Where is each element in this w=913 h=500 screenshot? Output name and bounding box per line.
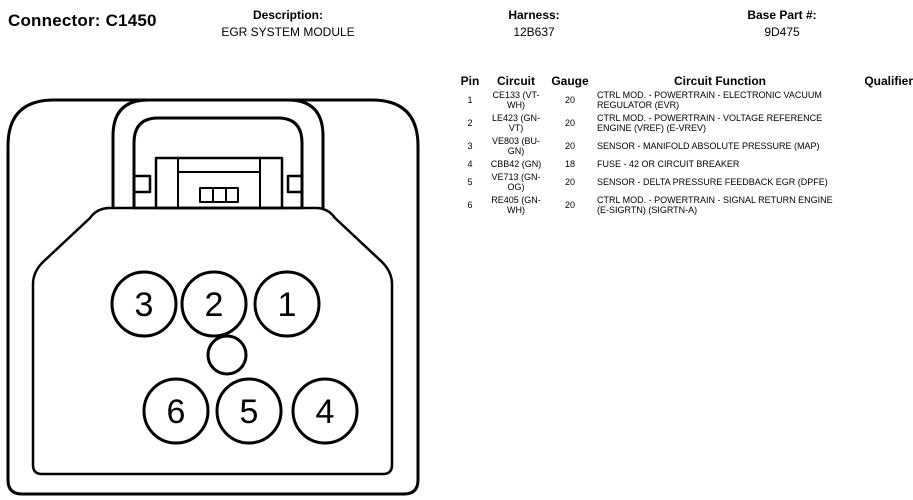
- gauge-cell: 20: [564, 141, 575, 151]
- qualifier-cell: [847, 111, 913, 134]
- gauge-cell: 20: [564, 118, 575, 128]
- pin-cavity-4: [291, 377, 359, 445]
- header-circuit: Circuit: [496, 74, 535, 88]
- connector-title: Connector: C1450: [8, 11, 157, 30]
- connector-face-diagram: 3 2 1 6 5 4: [6, 98, 420, 496]
- function-cell: SENSOR - DELTA PRESSURE FEEDBACK EGR (DP…: [597, 177, 828, 187]
- gauge-cell: 20: [564, 95, 575, 105]
- pin-label-5: 5: [240, 393, 259, 431]
- circuit-cell: VE803 (BU-GN): [491, 136, 541, 156]
- harness-block: Harness: 12B637: [474, 8, 594, 39]
- base-part-block: Base Part #: 9D475: [722, 8, 842, 39]
- circuit-cell: RE405 (GN-WH): [491, 195, 541, 215]
- pin-cavity-3: [110, 270, 178, 338]
- qualifier-cell: [847, 134, 913, 157]
- header-circuit-function: Circuit Function: [674, 74, 766, 88]
- qualifier-cell: [847, 193, 913, 216]
- latch-block: [154, 156, 284, 210]
- header-gauge: Gauge: [551, 74, 589, 88]
- connector-outer-shell: [6, 98, 420, 496]
- pin-cavity-2: [180, 270, 248, 338]
- pin-cell: 2: [467, 118, 473, 128]
- function-cell: CTRL MOD. - POWERTRAIN - ELECTRONIC VACU…: [597, 90, 822, 110]
- pin-table: Pin Circuit Gauge Circuit Function Quali…: [455, 72, 913, 216]
- pin-cell: 5: [467, 177, 473, 187]
- right-key: [286, 174, 302, 194]
- pin-label-1: 1: [278, 286, 297, 324]
- qualifier-cell: [847, 88, 913, 111]
- table-row: 4 CBB42 (GN) 18 FUSE - 42 OR CIRCUIT BRE…: [455, 157, 913, 170]
- pin-cavity-6: [142, 377, 210, 445]
- header-pin: Pin: [460, 74, 480, 88]
- function-cell: CTRL MOD. - POWERTRAIN - VOLTAGE REFEREN…: [597, 113, 823, 133]
- latch-window: [199, 187, 239, 203]
- function-cell: FUSE - 42 OR CIRCUIT BREAKER: [597, 159, 740, 169]
- table-row: 2 LE423 (GN-VT) 20 CTRL MOD. - POWERTRAI…: [455, 111, 913, 134]
- table-row: 1 CE133 (VT-WH) 20 CTRL MOD. - POWERTRAI…: [455, 88, 913, 111]
- locking-tab-inner: [132, 116, 304, 208]
- gauge-cell: 20: [564, 177, 575, 187]
- circuit-cell: CE133 (VT-WH): [492, 90, 540, 110]
- pin-label-6: 6: [167, 393, 186, 431]
- pin-cell: 1: [467, 95, 473, 105]
- gauge-cell: 20: [564, 200, 575, 210]
- pin-label-3: 3: [135, 286, 154, 324]
- harness-label: Harness:: [508, 8, 560, 22]
- description-label: Description:: [252, 8, 323, 22]
- function-cell: SENSOR - MANIFOLD ABSOLUTE PRESSURE (MAP…: [597, 141, 820, 151]
- function-cell: CTRL MOD. - POWERTRAIN - SIGNAL RETURN E…: [597, 195, 833, 215]
- table-row: 6 RE405 (GN-WH) 20 CTRL MOD. - POWERTRAI…: [455, 193, 913, 216]
- description-value: EGR SYSTEM MODULE: [221, 25, 355, 39]
- pin-cavity-1: [253, 270, 321, 338]
- pin-cavity-5: [215, 377, 283, 445]
- description-block: Description: EGR SYSTEM MODULE: [188, 8, 388, 39]
- gauge-cell: 18: [564, 159, 575, 169]
- pin-label-2: 2: [205, 286, 224, 324]
- pin-table-header: Pin Circuit Gauge Circuit Function Quali…: [455, 72, 913, 88]
- left-key: [134, 174, 152, 194]
- circuit-cell: CBB42 (GN): [490, 159, 542, 169]
- harness-value: 12B637: [513, 25, 555, 39]
- qualifier-cell: [847, 157, 913, 170]
- qualifier-cell: [847, 170, 913, 193]
- pin-cell: 3: [467, 141, 473, 151]
- table-row: 3 VE803 (BU-GN) 20 SENSOR - MANIFOLD ABS…: [455, 134, 913, 157]
- base-part-label: Base Part #:: [747, 8, 817, 22]
- table-row: 5 VE713 (GN-OG) 20 SENSOR - DELTA PRESSU…: [455, 170, 913, 193]
- center-guide-hole: [206, 334, 248, 376]
- base-part-value: 9D475: [764, 25, 800, 39]
- circuit-cell: LE423 (GN-VT): [491, 113, 541, 133]
- pin-label-4: 4: [316, 393, 335, 431]
- header-qualifier: Qualifier: [864, 74, 913, 88]
- pin-cell: 4: [467, 159, 473, 169]
- circuit-cell: VE713 (GN-OG): [491, 172, 541, 192]
- pin-cell: 6: [467, 200, 473, 210]
- locking-tab-outer: [111, 98, 325, 208]
- connector-inner-cavity: [31, 206, 394, 476]
